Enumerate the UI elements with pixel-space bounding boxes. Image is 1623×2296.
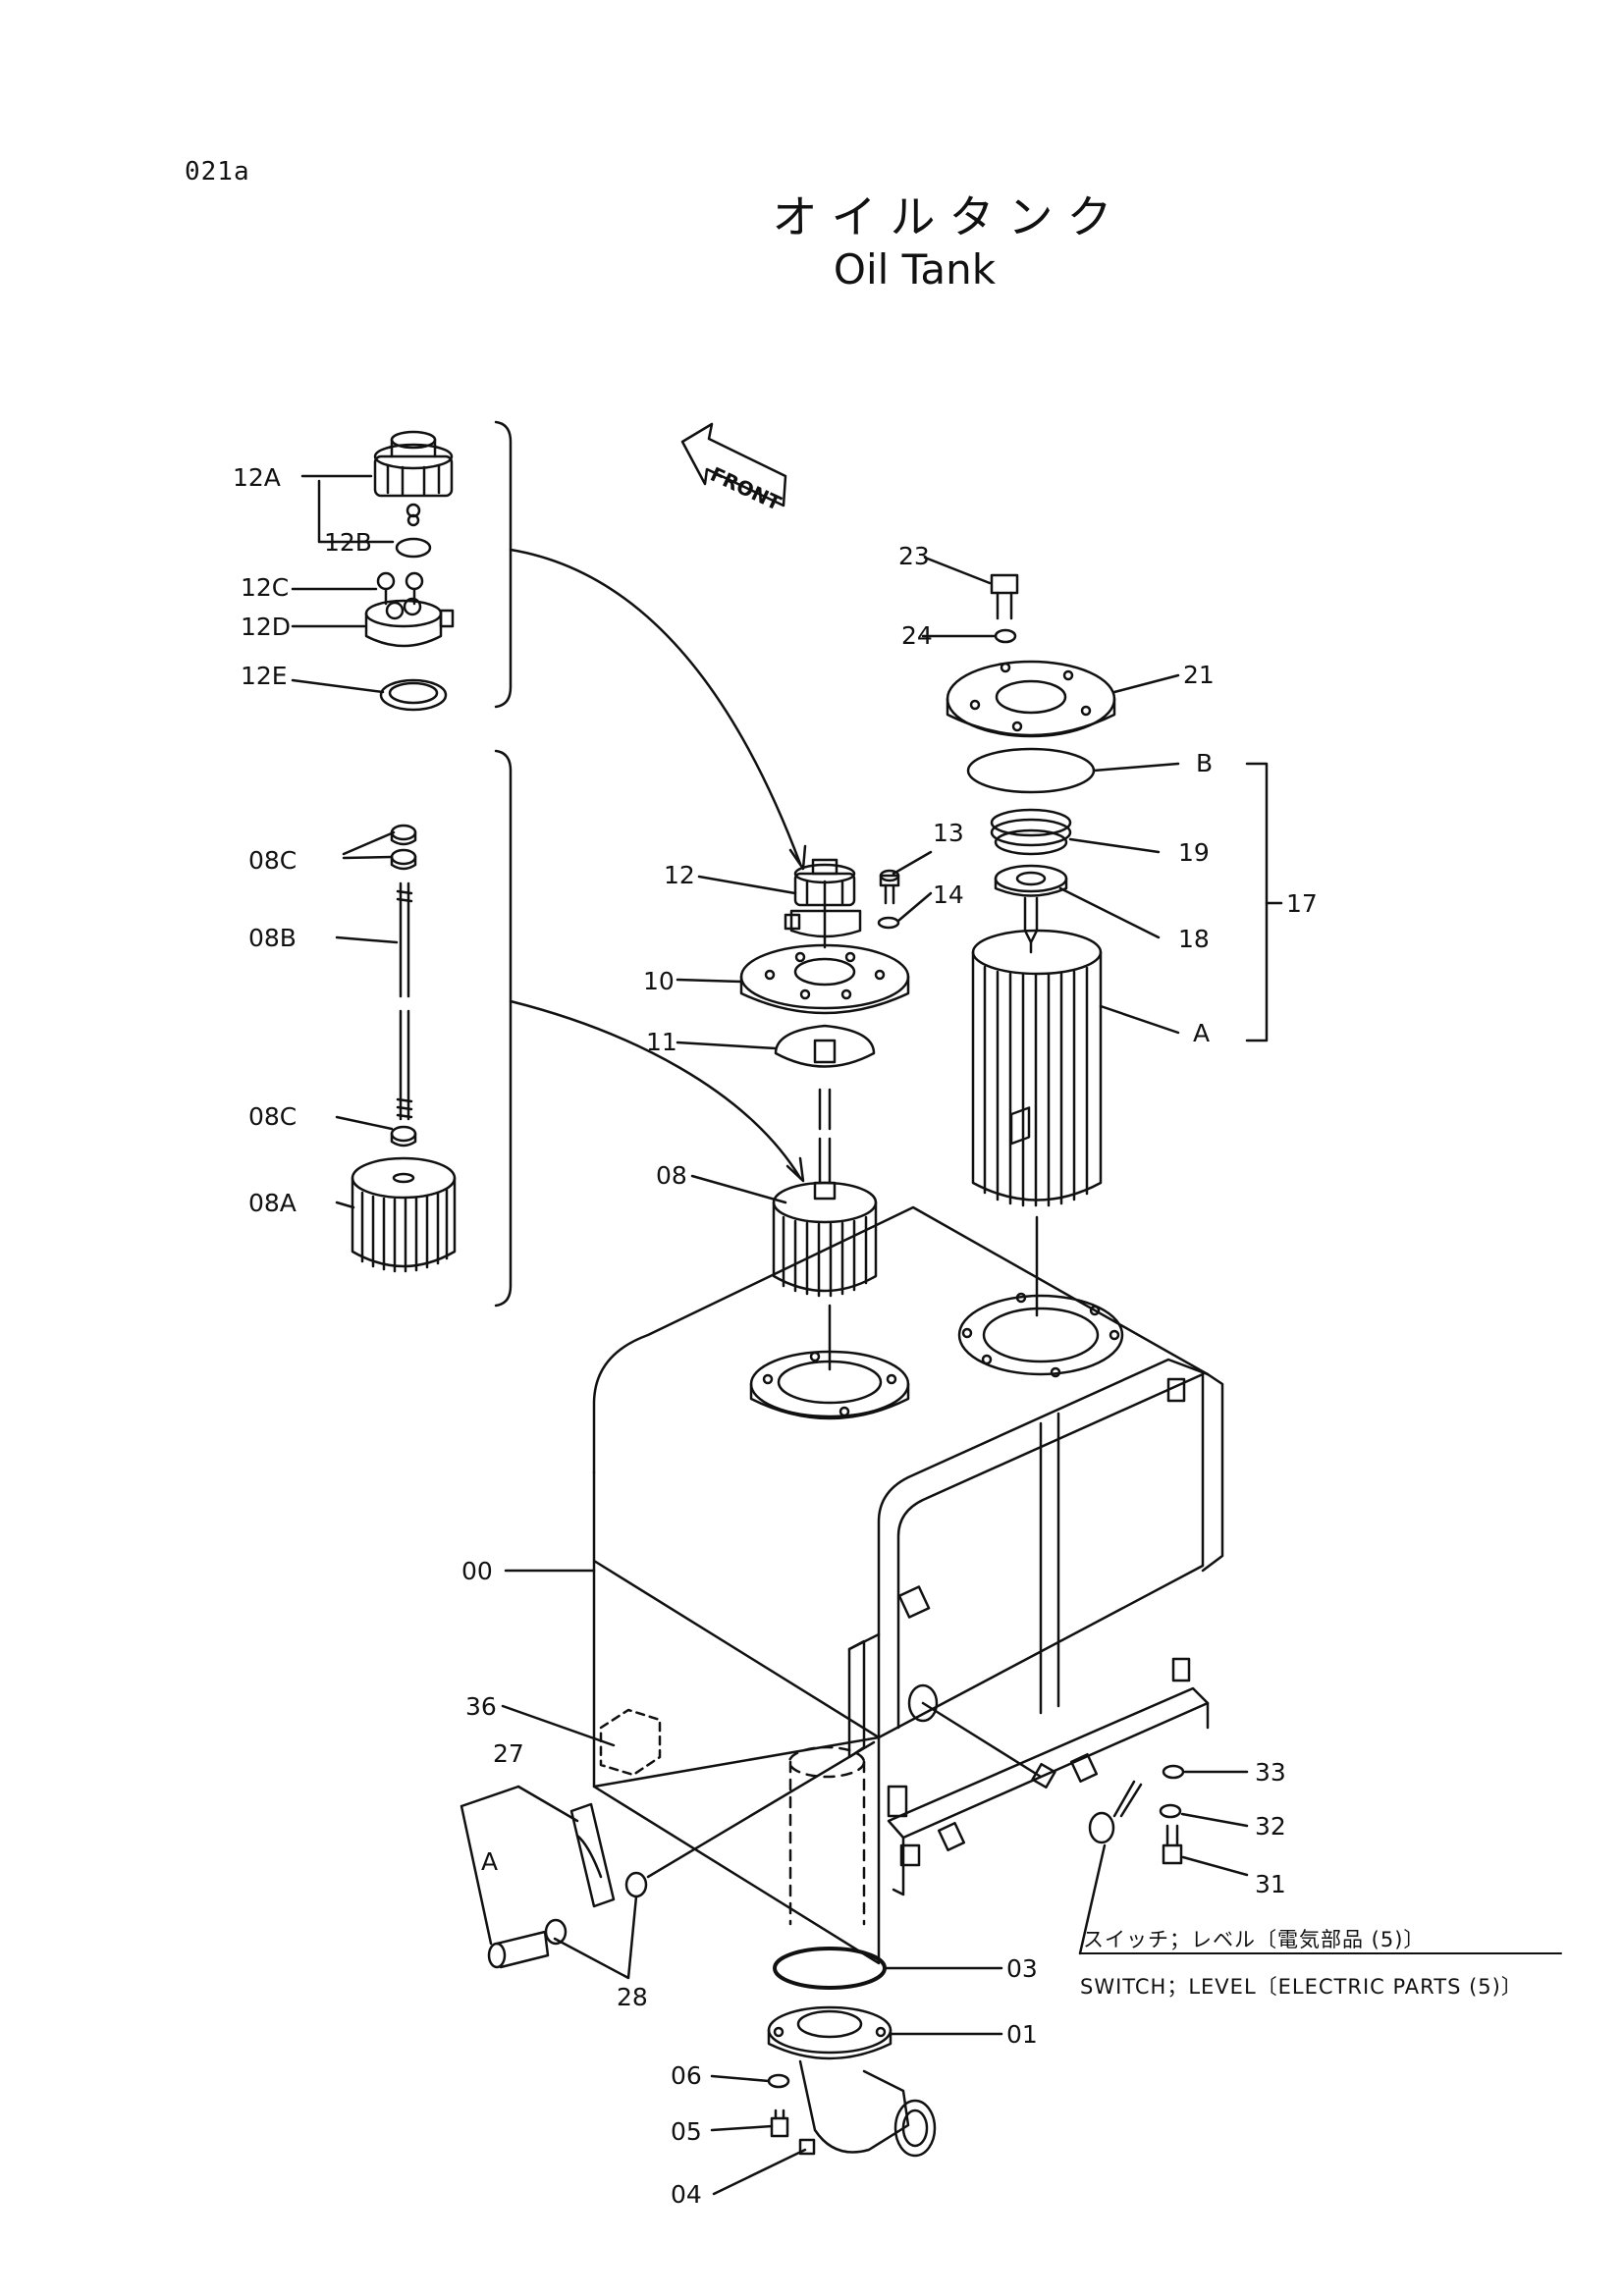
part-28-washers xyxy=(544,1871,648,1946)
part-31-bolt xyxy=(1162,1824,1183,1865)
label-05: 05 xyxy=(671,2117,702,2146)
label-23: 23 xyxy=(898,542,930,570)
label-11: 11 xyxy=(646,1028,677,1056)
switch-note: SWITCH；LEVEL〔ELECTRIC PARTS (5)〕 xyxy=(1080,1975,1523,1999)
part-06-washer xyxy=(767,2073,790,2089)
part-00-tank xyxy=(592,1106,1224,1965)
part-04-plug xyxy=(798,2138,816,2156)
part-19-spring xyxy=(990,808,1072,856)
part-A-bolt-clamp xyxy=(487,1930,550,1969)
part-23-bolt xyxy=(990,573,1019,620)
level-switch xyxy=(1088,1780,1143,1844)
part-32-washer xyxy=(1159,1803,1182,1819)
part-08C-nuts-top xyxy=(390,824,417,871)
label-18: 18 xyxy=(1178,925,1210,953)
arrow-curve-upper xyxy=(509,548,802,866)
label-A-clamp: A xyxy=(481,1847,498,1876)
part-08-strainer xyxy=(772,1088,878,1298)
part-33-washer xyxy=(1162,1764,1185,1780)
part-B-oring xyxy=(966,747,1096,794)
part-11-gasket xyxy=(774,1024,876,1068)
label-31: 31 xyxy=(1255,1870,1286,1898)
part-12A-cap xyxy=(373,430,454,527)
page-title-japanese: オイルタンク xyxy=(772,190,1126,243)
label-12B: 12B xyxy=(324,528,372,557)
label-19: 19 xyxy=(1178,838,1210,867)
label-21: 21 xyxy=(1183,661,1215,689)
part-12B-oring xyxy=(395,537,432,559)
label-13: 13 xyxy=(933,819,964,847)
label-12A: 12A xyxy=(233,463,281,492)
bracket-lower xyxy=(494,749,513,1308)
label-14: 14 xyxy=(933,881,964,909)
label-12: 12 xyxy=(664,861,695,889)
part-27-clamp xyxy=(569,1802,616,1908)
label-01: 01 xyxy=(1006,2020,1038,2049)
label-17: 17 xyxy=(1286,889,1318,918)
label-08C-bottom: 08C xyxy=(248,1102,297,1131)
part-12-breather xyxy=(784,858,862,938)
part-08B-rod xyxy=(396,881,413,1121)
label-12E: 12E xyxy=(241,662,288,690)
label-32: 32 xyxy=(1255,1812,1286,1841)
label-B: B xyxy=(1196,749,1213,777)
page-title: Oil Tank xyxy=(833,245,997,294)
arrow-head-lower xyxy=(785,1156,805,1183)
part-21-cover xyxy=(946,660,1116,738)
part-08A-element xyxy=(351,1156,457,1273)
part-01-outlet xyxy=(767,2005,937,2158)
label-12D: 12D xyxy=(241,613,291,641)
label-A-filter: A xyxy=(1193,1019,1210,1047)
part-A-filter-element xyxy=(971,929,1103,1207)
label-00: 00 xyxy=(461,1557,493,1585)
page-code: 021a xyxy=(185,157,250,187)
label-08C-top: 08C xyxy=(248,846,297,875)
label-03: 03 xyxy=(1006,1954,1038,1983)
label-08: 08 xyxy=(656,1161,687,1190)
part-05-bolt xyxy=(770,2109,789,2138)
part-24-washer xyxy=(994,628,1017,644)
label-28: 28 xyxy=(617,1983,648,2011)
label-33: 33 xyxy=(1255,1758,1286,1787)
part-18-valve xyxy=(994,864,1068,944)
label-10: 10 xyxy=(643,967,675,995)
label-36: 36 xyxy=(465,1692,497,1721)
bracket-upper xyxy=(494,420,513,709)
part-03-oring xyxy=(773,1947,887,1990)
filter-mount-flange xyxy=(957,1292,1124,1378)
label-06: 06 xyxy=(671,2061,702,2090)
label-04: 04 xyxy=(671,2180,702,2209)
part-12E-ring xyxy=(379,678,448,712)
part-10-cover xyxy=(739,943,910,1015)
label-08B: 08B xyxy=(248,924,297,952)
label-12C: 12C xyxy=(241,573,289,602)
label-27: 27 xyxy=(493,1739,524,1768)
part-13-bolt xyxy=(879,869,900,905)
label-24: 24 xyxy=(901,621,933,650)
switch-note-japanese: スイッチ；レベル〔電気部品 (5)〕 xyxy=(1083,1928,1425,1951)
arrow-curve-lower xyxy=(509,999,802,1180)
label-08A: 08A xyxy=(248,1189,297,1217)
part-08C-nut-bottom xyxy=(390,1125,417,1148)
part-14-washer xyxy=(877,916,900,930)
part-12D-base xyxy=(364,597,455,648)
front-arrow: FRONT xyxy=(680,422,787,515)
